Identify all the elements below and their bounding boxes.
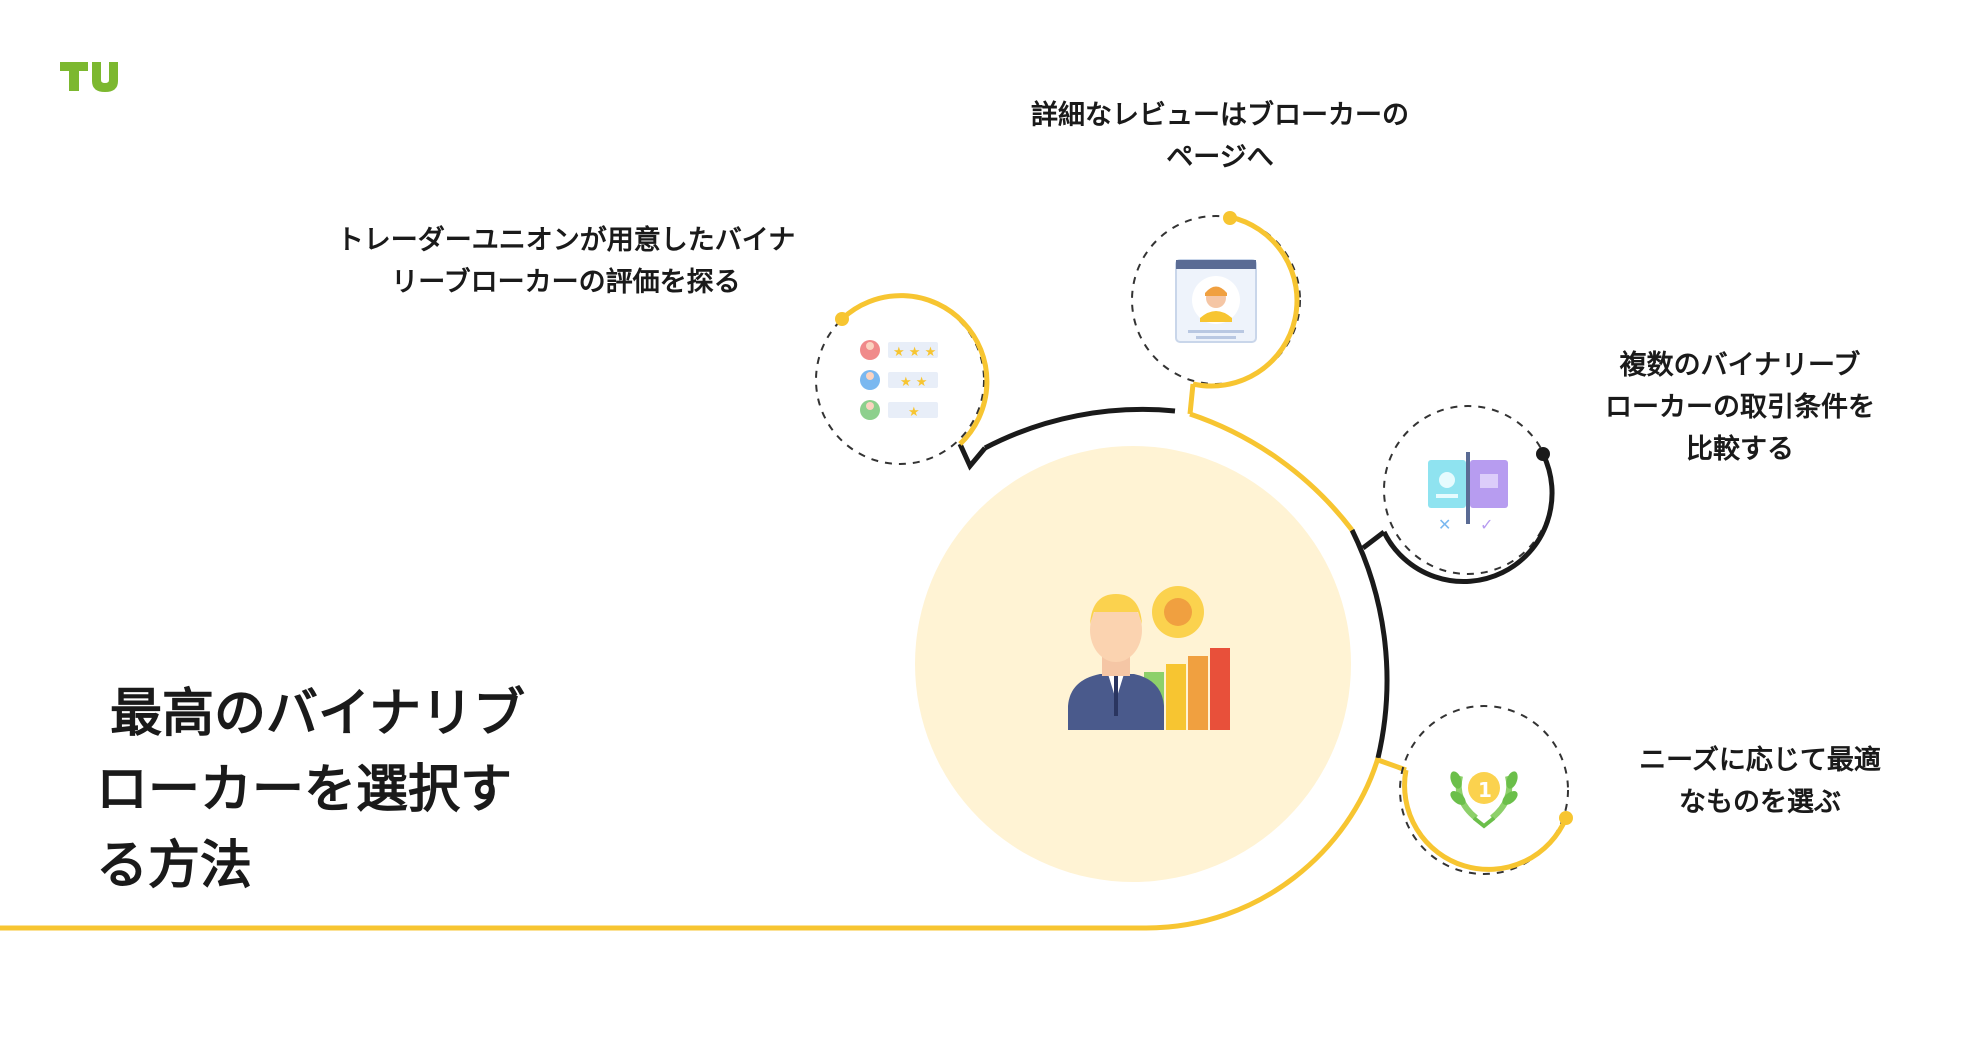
svg-text:★ ★: ★ ★ [900,375,927,390]
node-choose-dot [1559,811,1573,825]
node-ratings-dot [835,312,849,326]
page-title: 最高のバイナリブ ローカーを選択す る方法 [96,676,566,904]
main-arc-top [983,406,1176,451]
node-reviews-dot [1223,211,1237,225]
first-place-laurel-icon: 1 [1450,771,1518,829]
connector-compare [1361,530,1386,550]
page-title-line-3: る方法 [96,836,253,896]
node-ratings-arc [840,293,990,446]
step-label-reviews-line-1: 詳細なレビューはブローカーの [1031,100,1409,131]
svg-text:1: 1 [1478,778,1492,802]
compare-cards-icon: ✕ ✓ [1428,452,1508,534]
center-circle [915,446,1351,882]
step-label-ratings: トレーダーユニオンが用意したバイナ リーブローカーの評価を探る [306,220,826,304]
step-label-compare-line-3: 比較する [1686,434,1794,465]
tu-logo-icon [60,62,118,92]
step-label-choose-line-2: なものを選ぶ [1679,787,1841,818]
main-arc-yellow [1189,411,1354,532]
node-choose-arc [1402,769,1569,872]
svg-text:✕: ✕ [1438,515,1451,534]
node-compare-arc [1381,452,1555,585]
node-compare-dot [1536,447,1550,461]
star-rating-list-icon: ★ ★ ★ ★ ★ ★ [860,340,938,420]
step-label-ratings-line-2: リーブローカーの評価を探る [391,267,741,298]
step-label-reviews: 詳細なレビューはブローカーの ページへ [990,95,1450,179]
connector-reviews [1187,383,1196,415]
step-label-reviews-line-2: ページへ [1166,142,1274,173]
svg-text:★ ★ ★: ★ ★ ★ [893,345,936,360]
main-arc-dark [1349,528,1390,759]
connector-ratings [957,442,987,471]
step-label-compare-line-1: 複数のバイナリーブ [1619,350,1861,381]
connector-choose [1377,757,1407,773]
step-label-choose-line-1: ニーズに応じて最適 [1639,745,1881,776]
node-reviews-arc [1192,214,1300,389]
node-choose-ring [1399,705,1569,875]
profile-page-icon [1175,259,1257,343]
baseline-line [0,757,1381,931]
step-label-compare: 複数のバイナリーブ ローカーの取引条件を 比較する [1570,345,1910,471]
logo: TU [58,58,126,98]
step-label-ratings-line-1: トレーダーユニオンが用意したバイナ [336,225,796,256]
page-title-line-2: ローカーを選択す [96,760,513,820]
investor-growth-chart-icon [1068,586,1230,730]
svg-text:✓: ✓ [1480,515,1493,534]
svg-text:★: ★ [908,405,920,420]
page-title-line-1: 最高のバイナリブ [110,684,525,744]
step-label-choose: ニーズに応じて最適 なものを選ぶ [1600,740,1920,824]
step-label-compare-line-2: ローカーの取引条件を [1605,392,1875,423]
